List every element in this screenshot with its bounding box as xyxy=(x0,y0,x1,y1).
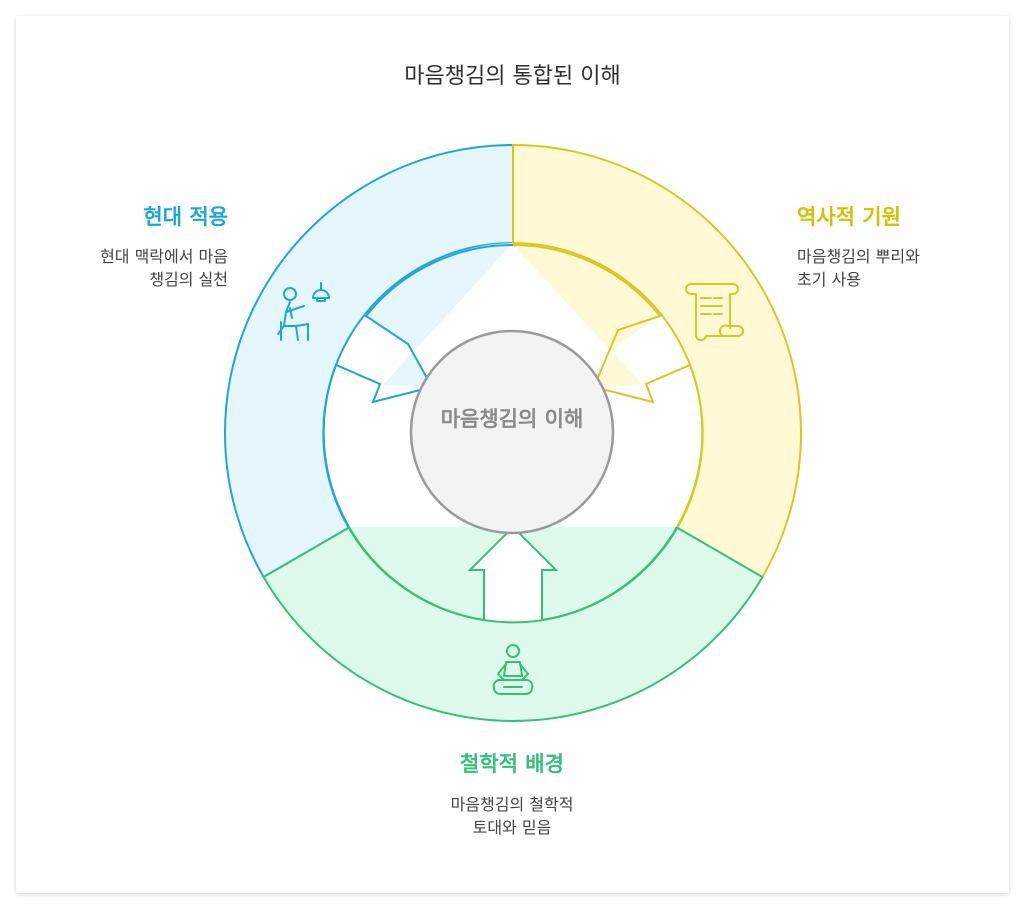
diagram-title: 마음챙김의 통합된 이해 xyxy=(404,64,621,89)
arrow-historical-outline xyxy=(512,244,704,528)
historical-desc-line1: 마음챙김의 뿌리와 xyxy=(797,247,920,266)
philosophical-desc-line1: 마음챙김의 철학적 xyxy=(450,795,574,814)
modern-description: 현대 맥락에서 마음 챙김의 실천 xyxy=(40,245,228,291)
arrow-historical xyxy=(513,245,660,387)
modern-desc-line1: 현대 맥락에서 마음 xyxy=(100,247,228,266)
arrow-modern xyxy=(366,243,513,387)
philosophical-description: 마음챙김의 철학적 토대와 믿음 xyxy=(362,793,662,839)
person-working-icon xyxy=(277,282,330,341)
arrow-modern-outline xyxy=(322,244,514,528)
center-circle xyxy=(409,329,615,535)
segment-modern xyxy=(224,143,514,579)
center-label: 마음챙김의 이해 xyxy=(440,407,584,431)
modern-desc-line2: 챙김의 실천 xyxy=(149,270,228,289)
segment-philosophical xyxy=(262,526,764,722)
historical-description: 마음챙김의 뿌리와 초기 사용 xyxy=(797,245,997,291)
scroll-icon xyxy=(685,283,744,342)
segment-historical xyxy=(512,143,802,579)
historical-title: 역사적 기원 xyxy=(797,205,901,229)
modern-title: 현대 적용 xyxy=(143,205,228,229)
philosophical-desc-line2: 토대와 믿음 xyxy=(472,818,552,837)
meditation-icon xyxy=(492,644,534,695)
historical-desc-line2: 초기 사용 xyxy=(797,270,861,289)
philosophical-title: 철학적 배경 xyxy=(460,752,564,776)
